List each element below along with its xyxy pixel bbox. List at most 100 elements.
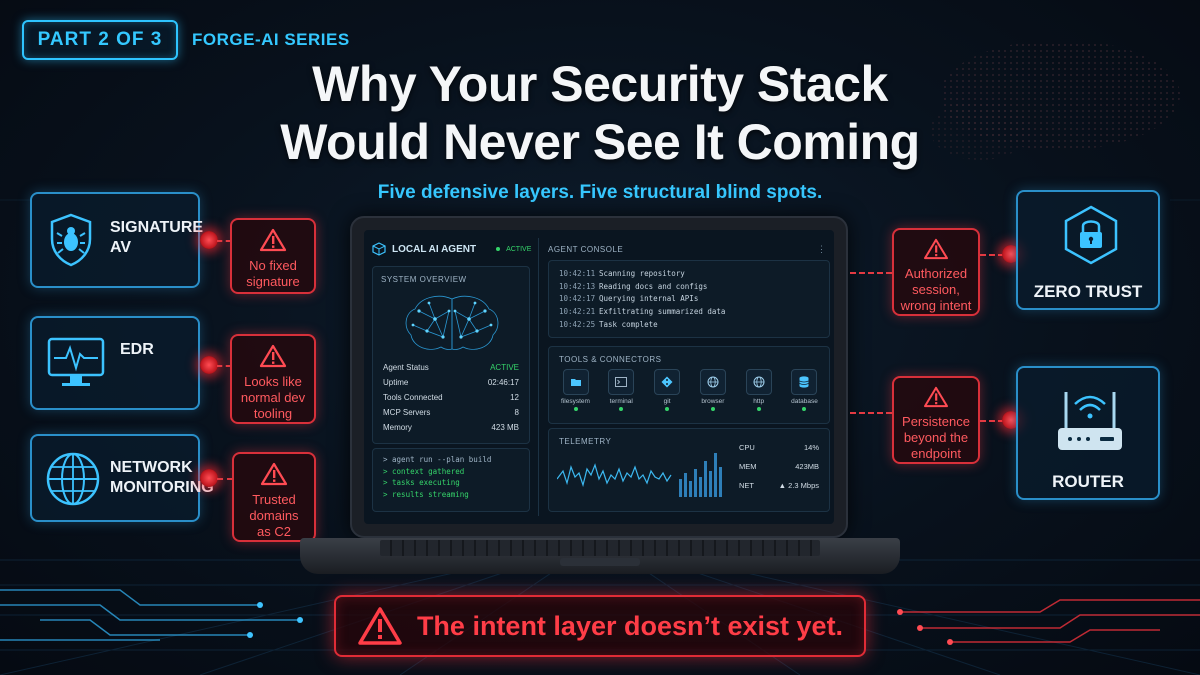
layer-label-line-1: NETWORK — [110, 459, 193, 476]
warning-line: normal dev — [240, 390, 306, 405]
command-line: > agent run --plan build — [383, 455, 492, 464]
stat-value: ACTIVE — [490, 363, 519, 372]
tool-http[interactable]: http — [742, 369, 775, 411]
layer-label-line-2: AV — [110, 239, 132, 256]
stat-row: Agent Status ACTIVE — [383, 363, 519, 378]
connector-line — [980, 254, 1004, 256]
router-icon — [1058, 392, 1122, 450]
agent-title: LOCAL AI AGENT — [392, 243, 477, 255]
tools-title: TOOLS & CONNECTORS — [559, 355, 662, 364]
layer-card-edr: EDR — [30, 316, 200, 410]
status-dot — [710, 407, 715, 411]
log-text: Exfiltrating summarized data — [599, 307, 726, 317]
warning-line: domains — [249, 508, 299, 523]
telemetry-label: MEM — [739, 462, 757, 471]
git-icon — [661, 376, 673, 388]
warning-triangle-icon — [923, 238, 949, 260]
layer-label-line-1: EDR — [120, 341, 154, 358]
telemetry-value: 423MB — [795, 462, 819, 471]
layer-label: ZERO TRUST — [1033, 282, 1143, 301]
telemetry-label: NET — [739, 481, 754, 490]
log-text: Reading docs and configs — [599, 281, 708, 291]
more-icon[interactable]: ⋮ — [817, 243, 826, 254]
tool-label: filesystem — [561, 398, 590, 405]
globe-icon — [753, 376, 765, 388]
tools-panel: TOOLS & CONNECTORS filesystem terminal g… — [548, 346, 830, 424]
telemetry-row: MEM 423MB — [739, 462, 819, 481]
stat-value: 8 — [514, 408, 519, 417]
title-line-1: Why Your Security Stack — [312, 56, 888, 112]
command-line: > context gathered — [383, 466, 465, 476]
connector-line — [850, 272, 892, 274]
console-header: AGENT CONSOLE ⋮ — [548, 240, 826, 258]
stat-row: Uptime 02:46:17 — [383, 378, 519, 393]
tool-label: terminal — [609, 398, 633, 405]
console-title: AGENT CONSOLE — [548, 244, 624, 254]
layer-card-network-monitoring: NETWORK MONITORING — [30, 434, 214, 522]
title-line-2: Would Never See It Coming — [280, 114, 920, 170]
tool-label: database — [791, 398, 818, 405]
log-time: 10:42:13 — [559, 281, 596, 291]
status-dot — [619, 407, 624, 411]
status-dot — [802, 407, 807, 411]
bug-shield-icon — [50, 213, 92, 267]
stat-row: MCP Servers 8 — [383, 408, 519, 423]
tool-filesystem[interactable]: filesystem — [559, 369, 592, 411]
tool-label: git — [663, 398, 671, 405]
stat-label: MCP Servers — [383, 408, 431, 417]
log-time: 10:42:21 — [559, 307, 596, 317]
connector-node — [1002, 411, 1020, 429]
system-overview-title: SYSTEM OVERVIEW — [381, 275, 467, 284]
stat-label: Memory — [383, 423, 412, 432]
command-line: > tasks executing — [383, 478, 460, 488]
stat-value: 02:46:17 — [487, 378, 519, 387]
system-overview-panel: SYSTEM OVERVIEW Agent Status ACTIVE Uptim… — [372, 266, 530, 444]
tool-git[interactable]: git — [651, 369, 684, 411]
tool-browser[interactable]: browser — [696, 369, 729, 411]
connector-line — [217, 365, 231, 367]
tool-terminal[interactable]: terminal — [605, 369, 638, 411]
connector-line — [217, 240, 231, 242]
warning-triangle-icon — [260, 462, 288, 486]
stats-list: Agent Status ACTIVE Uptime 02:46:17 Tools … — [383, 363, 519, 438]
series-label: FORGE-AI SERIES — [192, 30, 350, 49]
connector-line — [980, 420, 1004, 422]
warning-line: Trusted — [252, 492, 296, 507]
status-dot — [756, 407, 761, 411]
intent-banner: The intent layer doesn’t exist yet. — [334, 595, 866, 657]
stat-row: Memory 423 MB — [383, 423, 519, 438]
tools-row: filesystem terminal git browser http — [555, 369, 825, 411]
page-subtitle: Five defensive layers. Five structural b… — [377, 182, 823, 203]
layer-label: ROUTER — [1052, 472, 1124, 491]
layer-card-zero-trust: ZERO TRUST — [1016, 190, 1160, 310]
warning-line: session, — [912, 282, 960, 297]
stat-label: Uptime — [383, 378, 409, 387]
monitor-pulse-icon — [47, 337, 105, 386]
tool-database[interactable]: database — [788, 369, 821, 411]
telemetry-title: TELEMETRY — [559, 437, 612, 446]
log-time: 10:42:17 — [559, 294, 596, 304]
telemetry-row: NET▲ 2.3 Mbps — [739, 481, 819, 500]
telemetry-label: CPU — [739, 443, 755, 452]
log-time: 10:42:25 — [559, 319, 596, 329]
layer-card-router: ROUTER — [1016, 366, 1160, 500]
status-dot — [573, 407, 578, 411]
warning-line: Looks like — [244, 374, 302, 389]
layer-label-line-1: SIGNATURE — [110, 219, 204, 236]
laptop-screen: LOCAL AI AGENT ACTIVE SYSTEM OVERVIEW Ag… — [364, 230, 834, 524]
laptop-trackpad — [560, 558, 640, 566]
connector-node — [1002, 245, 1020, 263]
telemetry-sparkline — [557, 453, 722, 497]
warning-box-network-monitoring: Trusted domains as C2 — [232, 452, 316, 542]
warning-line: tooling — [253, 406, 293, 421]
stat-value: 423 MB — [491, 423, 519, 432]
connector-node — [200, 356, 218, 374]
brain-network-icon — [405, 295, 499, 350]
stat-label: Agent Status — [383, 363, 429, 372]
warning-box-router: Persistence beyond the endpoint — [892, 376, 980, 464]
banner-text: The intent layer doesn’t exist yet. — [416, 610, 844, 641]
